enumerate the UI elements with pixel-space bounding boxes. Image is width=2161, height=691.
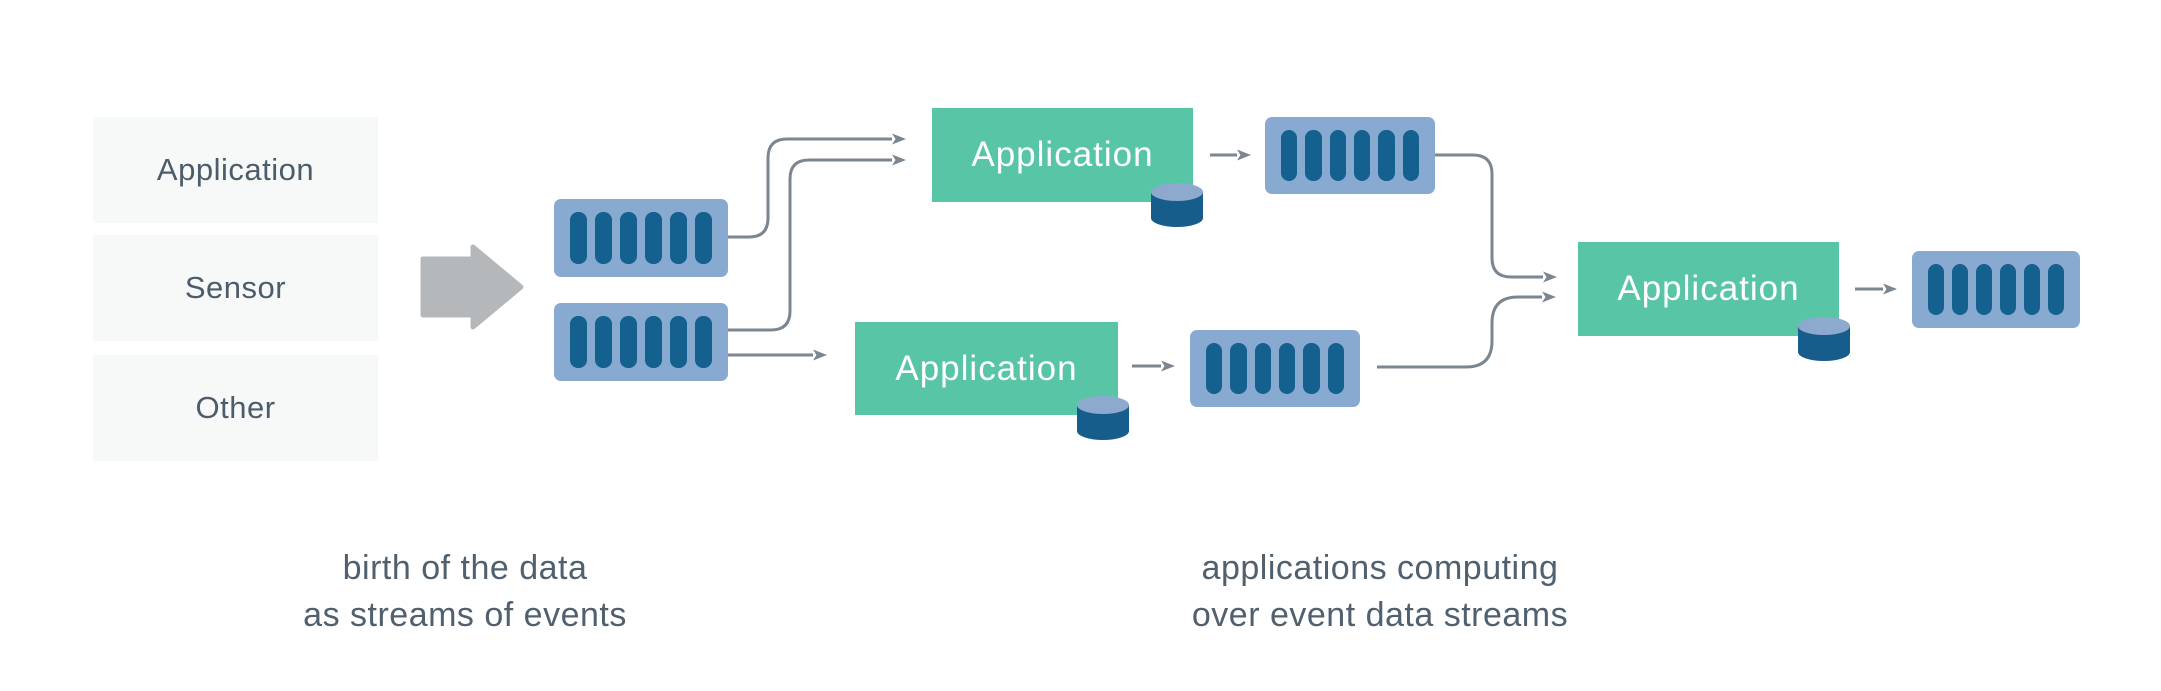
connector-stream1-app1: [728, 133, 906, 239]
application-node-label: Application: [971, 135, 1154, 174]
stream-icon: [554, 303, 728, 381]
source-label: Sensor: [184, 270, 287, 305]
source-box-application: Application: [93, 117, 378, 223]
stream-bar: [695, 316, 712, 368]
stream-bar: [670, 212, 687, 264]
stream-bar: [2048, 264, 2064, 315]
stream-bar: [1278, 343, 1296, 394]
source-box-other: Other: [93, 355, 378, 461]
caption-left: birth of the data as streams of events: [225, 545, 705, 639]
stream-icon: [1912, 251, 2080, 328]
stream-bar: [1329, 130, 1346, 181]
caption-right-line1: applications computing: [1201, 549, 1559, 587]
application-node-label: Application: [895, 348, 1078, 388]
stream-bar: [1254, 343, 1271, 394]
stream-bar: [645, 212, 662, 264]
source-label: Application: [156, 152, 315, 187]
database-cylinder-icon: [1151, 183, 1203, 227]
stream-bar: [1928, 264, 1944, 315]
stream-icon: [1190, 330, 1360, 407]
stream-bar: [570, 212, 587, 264]
stream-bar: [620, 316, 637, 368]
caption-right: applications computing over event data s…: [1140, 545, 1620, 639]
application-node: Application: [855, 322, 1118, 415]
stream-bar: [1353, 130, 1371, 181]
stream-bar: [1303, 343, 1320, 394]
stream-bar: [1281, 130, 1298, 181]
connector-stream2-app1: [728, 154, 906, 332]
caption-right-line2: over event data streams: [1191, 596, 1569, 634]
source-label: Other: [195, 390, 276, 425]
connector-stream4-app3: [1377, 291, 1556, 369]
connector-stream3-app3: [1435, 153, 1557, 283]
stream-bar: [595, 316, 612, 368]
stream-bar: [1402, 130, 1419, 181]
stream-bar: [620, 212, 637, 264]
stream-bar: [1378, 130, 1395, 181]
stream-bar: [1976, 264, 1992, 315]
stream-bar: [570, 316, 587, 368]
stream-icon: [554, 199, 728, 277]
stream-bar: [1327, 343, 1344, 394]
stream-bar: [670, 316, 687, 368]
application-node-label: Application: [1617, 269, 1800, 308]
stream-bar: [1305, 130, 1322, 181]
caption-left-line1: birth of the data: [342, 549, 588, 587]
stream-bar: [2024, 264, 2040, 315]
stream-bar: [1206, 343, 1223, 394]
stream-bar: [1230, 343, 1247, 394]
caption-left-line2: as streams of events: [303, 596, 627, 634]
stream-icon: [1265, 117, 1435, 194]
application-node: Application: [932, 108, 1193, 202]
database-cylinder-icon: [1077, 396, 1129, 440]
stream-bar: [1952, 264, 1968, 315]
application-node: Application: [1578, 242, 1839, 336]
source-box-sensor: Sensor: [93, 235, 378, 341]
stream-bar: [595, 212, 612, 264]
stream-bar: [2000, 264, 2016, 315]
block-arrow-icon: [420, 244, 524, 330]
stream-bar: [695, 212, 712, 264]
database-cylinder-icon: [1798, 317, 1850, 361]
stream-bar: [645, 316, 662, 368]
